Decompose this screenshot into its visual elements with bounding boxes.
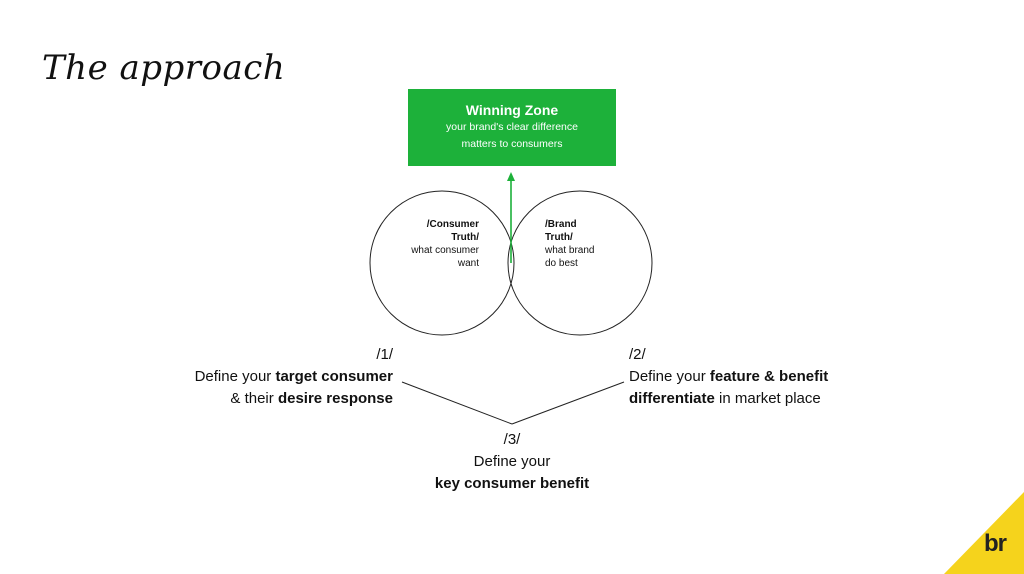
step-2-bold-b: differentiate	[629, 390, 715, 407]
step-1: /1/ Define your target consumer & their …	[120, 344, 393, 410]
step-2-text-a: Define your	[629, 368, 710, 385]
brand-truth-desc2: do best	[545, 258, 578, 269]
brand-truth-heading1: /Brand	[545, 219, 577, 230]
winning-zone-box: Winning Zone your brand's clear differen…	[408, 89, 616, 166]
step-1-text-a: Define your	[194, 368, 276, 385]
brand-truth-heading2: Truth/	[545, 232, 573, 243]
consumer-truth-circle	[369, 190, 515, 336]
brand-truth-desc1: what brand	[545, 245, 595, 256]
winning-zone-line2: matters to consumers	[461, 138, 563, 150]
consumer-truth-heading1: /Consumer	[426, 219, 479, 230]
step-2-bold-a: feature & benefit	[709, 368, 829, 385]
step-2-text-b: in market place	[714, 390, 821, 407]
step-1-bold-a: target consumer	[275, 368, 393, 385]
step-2-number: /2/	[629, 346, 646, 363]
consumer-truth-desc2: want	[457, 258, 479, 269]
step-2: /2/ Define your feature & benefit differ…	[629, 344, 889, 410]
brand-truth-circle	[507, 190, 653, 336]
connector-right	[511, 381, 625, 425]
logo-corner	[944, 492, 1024, 574]
step-3: /3/ Define your key consumer benefit	[392, 429, 632, 495]
connector-left	[401, 381, 513, 425]
consumer-truth-heading2: Truth/	[451, 232, 479, 243]
step-1-bold-b: desire response	[277, 390, 393, 407]
step-1-text-b: & their	[230, 390, 278, 407]
step-3-bold: key consumer benefit	[434, 475, 590, 492]
consumer-truth-desc1: what consumer	[411, 245, 479, 256]
brand-truth-label: /Brand Truth/ what brand do best	[545, 218, 625, 270]
winning-zone-line1: your brand's clear difference	[446, 121, 578, 133]
step-3-text: Define your	[473, 453, 551, 470]
brand-logo: br	[984, 530, 1007, 557]
page-title: The approach	[42, 48, 286, 88]
winning-zone-title: Winning Zone	[465, 102, 559, 118]
consumer-truth-label: /Consumer Truth/ what consumer want	[395, 218, 479, 270]
step-3-number: /3/	[503, 431, 521, 448]
step-1-number: /1/	[376, 346, 393, 363]
arrow-head	[507, 172, 515, 181]
